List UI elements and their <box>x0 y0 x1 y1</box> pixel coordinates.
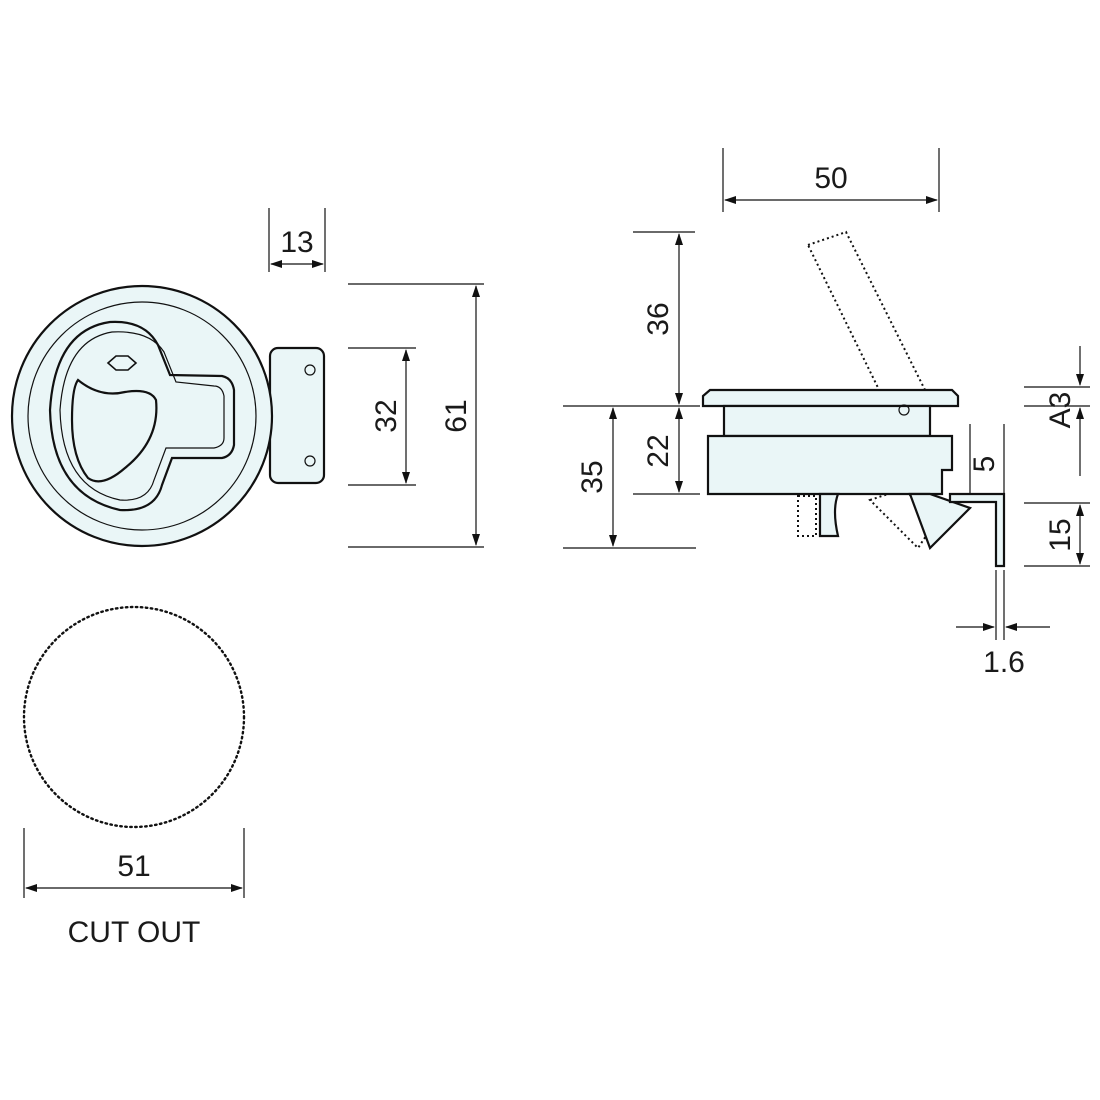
cutout-caption: CUT OUT <box>68 916 201 949</box>
flange <box>701 388 960 408</box>
handle-raised-outline <box>806 230 928 406</box>
body-housing <box>706 434 954 496</box>
cutout-view: 51 CUT OUT <box>22 605 246 949</box>
ring-handle-inner <box>59 331 225 501</box>
dim-label-50: 50 <box>814 162 847 195</box>
dim-label-5: 5 <box>968 456 1001 473</box>
body-neck <box>722 404 932 438</box>
dim-label-32: 32 <box>370 399 403 432</box>
dim-label-15: 15 <box>1044 518 1077 551</box>
tongue-hole-top <box>304 364 316 376</box>
cam <box>818 492 840 538</box>
front-view: 13 32 61 <box>10 208 484 548</box>
swing-arm <box>908 492 973 550</box>
dim-label-a3: A3 <box>1044 392 1077 429</box>
dim-label-22: 22 <box>642 434 675 467</box>
cam-swung-outline <box>797 495 817 537</box>
dim-label-61: 61 <box>440 399 473 432</box>
tongue-hole-bottom <box>304 455 316 467</box>
dim-label-35: 35 <box>576 460 609 493</box>
dim-label-36: 36 <box>642 302 675 335</box>
side-view: 50 36 22 35 5 A3 15 1.6 <box>563 148 1090 679</box>
neck-pin <box>898 404 910 416</box>
thumb-pad <box>70 378 158 483</box>
dim-label-1-6: 1.6 <box>983 646 1025 679</box>
key-slot-icon <box>106 355 138 371</box>
dim-label-13: 13 <box>280 226 313 259</box>
latch-tongue-plate <box>268 346 326 485</box>
dim-label-51: 51 <box>117 850 150 883</box>
cutout-circle <box>22 605 246 829</box>
inner-ring <box>27 301 257 531</box>
